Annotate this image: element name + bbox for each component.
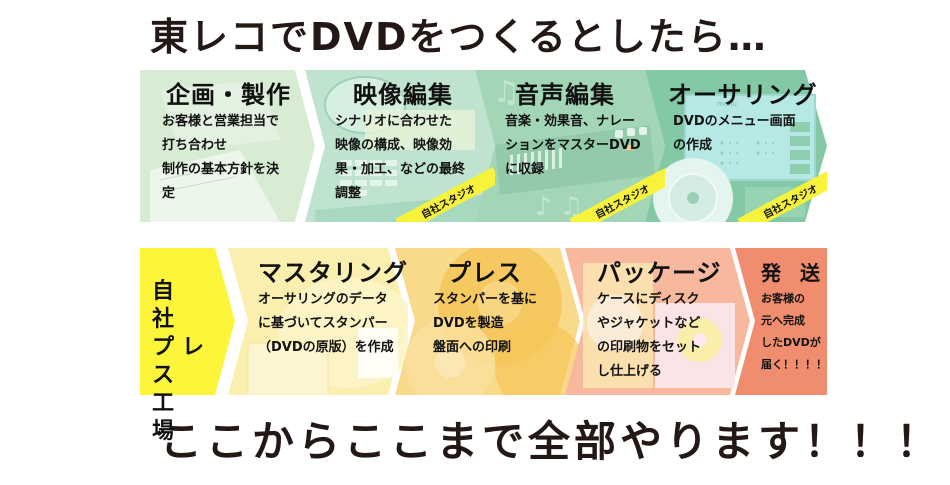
step-planning: 企画・製作 お客様と営業担当で 打ち合わせ 制作の基本方針を決 定 — [140, 70, 315, 222]
step-description: ケースにディスク やジャケットなど の印刷物をセット し仕上げる — [597, 292, 702, 379]
step-title: 音声編集 — [515, 81, 615, 109]
step-title: オーサリング — [668, 81, 818, 109]
panel-background — [395, 248, 580, 395]
step-description: シナリオに合わせた 映像の構成、映像効 果・加工、などの最終 調整 — [335, 114, 466, 201]
panel-background: menu — [645, 70, 827, 222]
press-factory-text: 自 社 プレス 工 場 — [152, 279, 213, 444]
step-description: お客様の 元へ完成 したDVDが 届く！！！！ — [761, 292, 827, 371]
step-description: DVDのメニュー画面 の作成 — [673, 114, 796, 153]
step-description: 音楽・効果音、ナレー ションをマスターDVD に収録 — [505, 114, 641, 177]
menu-screen-label: menu — [717, 100, 737, 108]
step-shipping: 発 送 お客様の 元へ完成 したDVDが 届く！！！！ — [735, 248, 827, 395]
headline: 東レコでDVDをつくるとしたら… — [150, 15, 768, 59]
step-title: 発 送 — [761, 261, 826, 285]
step-authoring: menu オーサリング DVDのメニュー画面 の作成 自社スタジオ — [645, 70, 827, 222]
panel-background — [565, 248, 750, 395]
step-description: お客様と営業担当で 打ち合わせ 制作の基本方針を決 定 — [162, 114, 280, 201]
panel-background — [228, 248, 408, 395]
step-description: スタンパーを基に DVDを製造 盤面への印刷 — [433, 292, 538, 355]
step-press: プレス スタンパーを基に DVDを製造 盤面への印刷 — [395, 248, 580, 395]
step-title: プレス — [447, 259, 522, 287]
panel-background — [735, 248, 827, 395]
step-package: パッケージ ケースにディスク やジャケットなど の印刷物をセット し仕上げる — [565, 248, 750, 395]
svg-text:♫: ♫ — [493, 75, 520, 110]
step-description: オーサリングのデータ に基づいてスタンパー （DVDの原版）を作成 — [258, 292, 394, 355]
step-title: マスタリング — [258, 259, 408, 287]
step-title: パッケージ — [597, 259, 722, 287]
in-house-press-factory-label: 自 社 プレス 工 場 — [140, 248, 235, 444]
footer-tagline: ここからここまで全部やります！！！ — [160, 417, 943, 466]
step-title: 映像編集 — [353, 81, 453, 109]
panel-background: ♫ ♪ ♫ — [475, 70, 665, 222]
step-video-editing: 映像編集 シナリオに合わせた 映像の構成、映像効 果・加工、などの最終 調整 自… — [305, 70, 495, 222]
step-title: 企画・製作 — [166, 81, 291, 109]
step-mastering: マスタリング オーサリングのデータ に基づいてスタンパー （DVDの原版）を作成 — [228, 248, 408, 395]
label-background — [140, 248, 235, 395]
step-audio-editing: ♫ ♪ ♫ 音声編集 音楽・効果音、ナレー ションをマスターDVD に収録 自社… — [475, 70, 665, 222]
panel-background — [140, 70, 315, 222]
